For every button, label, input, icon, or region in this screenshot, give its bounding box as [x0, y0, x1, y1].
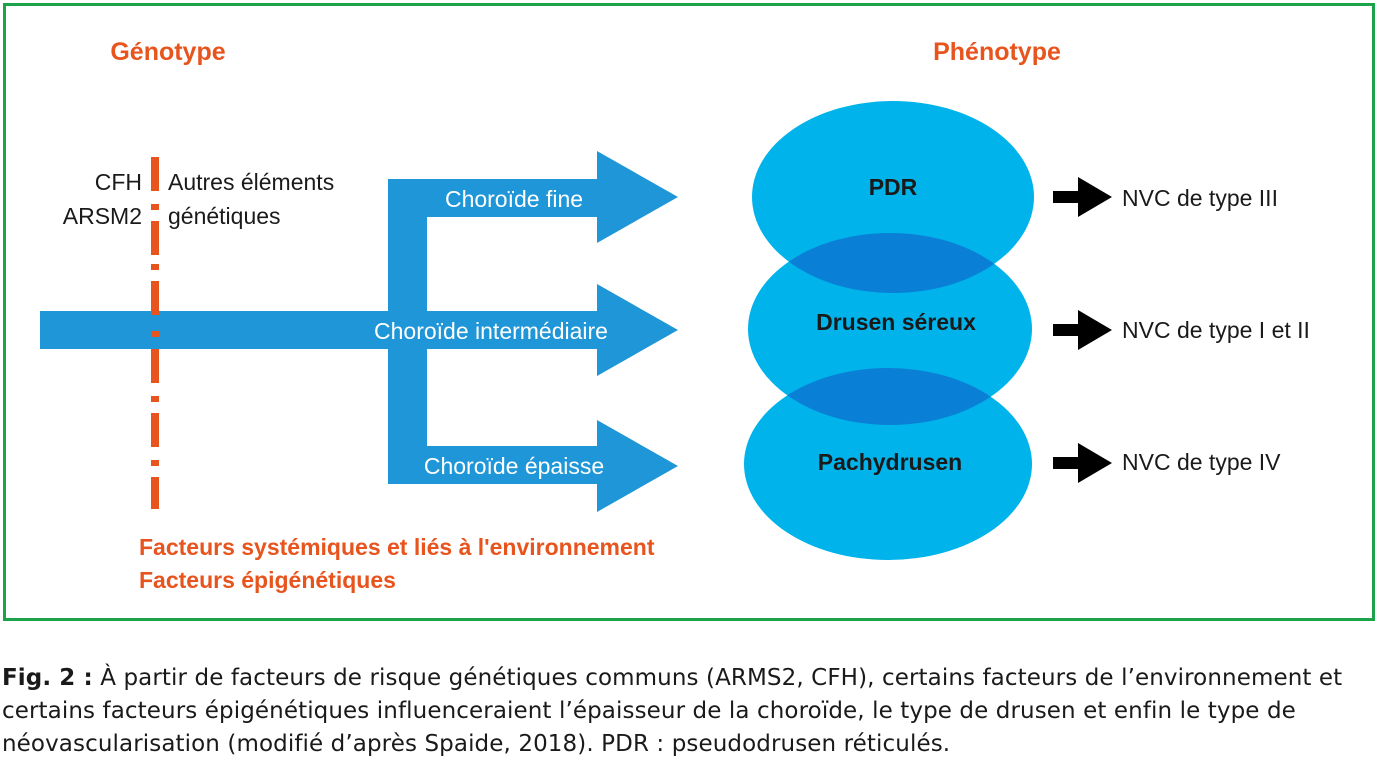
- other-genetic-label-line1: Autres éléments: [168, 169, 334, 195]
- outcome-arrow-icon: [1053, 443, 1112, 483]
- choroid-arrows: [40, 151, 678, 512]
- genotype-heading: Génotype: [110, 38, 225, 66]
- caption-text: À partir de facteurs de risque génétique…: [2, 665, 1343, 757]
- choroid-fine-label: Choroïde fine: [445, 186, 583, 212]
- thick-arrow-shaft: [388, 446, 600, 484]
- pachydrusen-label: Pachydrusen: [818, 449, 962, 475]
- gene-arsm2-label: ARSM2: [63, 203, 142, 229]
- gene-cfh-label: CFH: [95, 169, 142, 195]
- outcome-arrows: [1053, 177, 1112, 483]
- factors-line1: Facteurs systémiques et liés à l'environ…: [139, 534, 655, 560]
- main-arrow-shaft: [40, 311, 600, 349]
- choroid-thick-label: Choroïde épaisse: [424, 453, 604, 479]
- serous-drusen-label: Drusen séreux: [816, 309, 976, 335]
- other-genetic-label-line2: génétiques: [168, 203, 281, 229]
- vertical-connector: [388, 179, 427, 484]
- choroid-intermediate-label: Choroïde intermédiaire: [374, 318, 608, 344]
- caption-label: Fig. 2 :: [2, 665, 93, 691]
- phenotype-heading: Phénotype: [933, 38, 1061, 66]
- outcome-type4-label: NVC de type IV: [1122, 449, 1281, 475]
- outcome-arrow-icon: [1053, 310, 1112, 350]
- pachydrusen-ellipse: [744, 368, 1032, 560]
- outcome-type3-label: NVC de type III: [1122, 185, 1278, 211]
- fine-arrow-shaft: [388, 179, 600, 217]
- factors-line2: Facteurs épigénétiques: [139, 567, 396, 593]
- outcome-arrow-icon: [1053, 177, 1112, 217]
- pdr-label: PDR: [869, 174, 918, 200]
- figure-caption: Fig. 2 : À partir de facteurs de risque …: [2, 662, 1379, 761]
- diagram-frame: [3, 3, 1375, 621]
- diagram-canvas: Génotype Phénotype CFH ARSM2 Autres élém…: [40, 38, 1310, 593]
- fine-arrowhead: [597, 151, 678, 243]
- outcome-type12-label: NVC de type I et II: [1122, 317, 1310, 343]
- thick-arrowhead: [597, 420, 678, 512]
- intermediate-arrowhead: [597, 284, 678, 376]
- genotype-separator-line: [151, 157, 159, 509]
